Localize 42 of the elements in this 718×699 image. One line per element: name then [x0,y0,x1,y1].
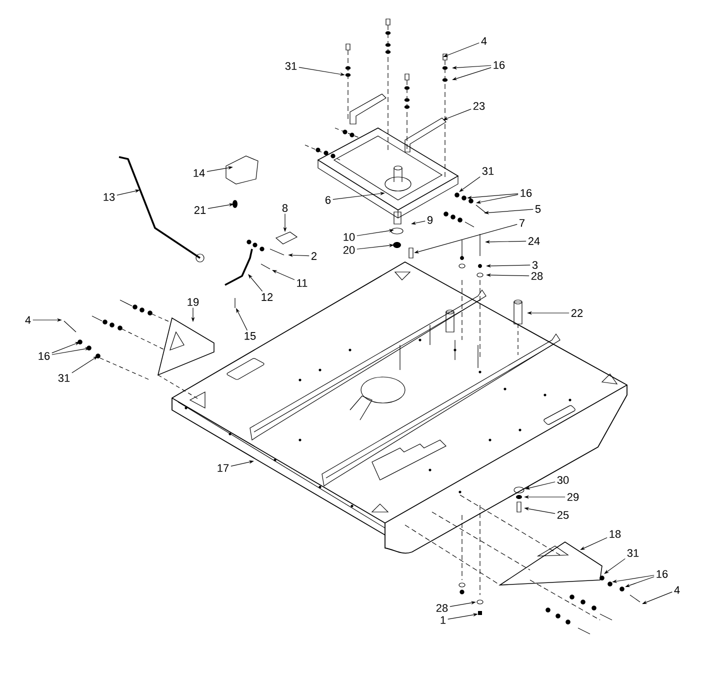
callout-number: 6 [326,196,331,204]
callout-number: 31 [627,549,639,557]
callout-number: 16 [656,570,668,578]
callout-number: 3 [532,261,538,269]
callout-number: 18 [610,530,621,538]
callout-number: 4 [481,37,487,45]
callout-number: 10 [344,233,355,241]
callout-number: 15 [244,332,256,340]
callout-number: 16 [494,61,505,69]
callout-number: 17 [218,464,229,472]
callout-number: 19 [188,298,199,306]
callout-number: 22 [571,309,583,317]
callout-number: 7 [520,219,524,227]
leader-line [459,176,480,192]
callout-number: 31 [285,62,297,70]
callout-number: 13 [104,193,115,201]
callout-number: 31 [482,167,494,175]
callout-number: 14 [194,169,205,177]
callout-number: 20 [343,246,355,254]
callout-number: 30 [557,476,569,484]
callout-number: 25 [557,511,569,519]
callout-number: 9 [427,216,433,224]
callout-number: 11 [297,279,308,287]
callout-number: 5 [535,205,541,213]
leader-line [604,558,626,574]
callout-number: 28 [531,272,543,280]
callout-number: 4 [674,586,680,594]
callout-number: 29 [567,493,579,501]
callout-number: 21 [194,206,206,214]
callout-number: 31 [58,374,70,382]
callout-number: 1 [440,616,446,624]
callout-number: 4 [25,316,31,324]
callout-number: 28 [436,604,448,612]
leader-line [72,356,98,374]
leader-line [248,274,263,292]
callout-number: 12 [262,293,273,301]
callout-number: 23 [473,102,485,110]
callout-number: 8 [282,204,288,212]
callout-number: 16 [38,352,50,360]
callout-number: 16 [520,189,532,197]
callout-number: 24 [528,237,540,245]
callout-number: 2 [312,252,316,260]
